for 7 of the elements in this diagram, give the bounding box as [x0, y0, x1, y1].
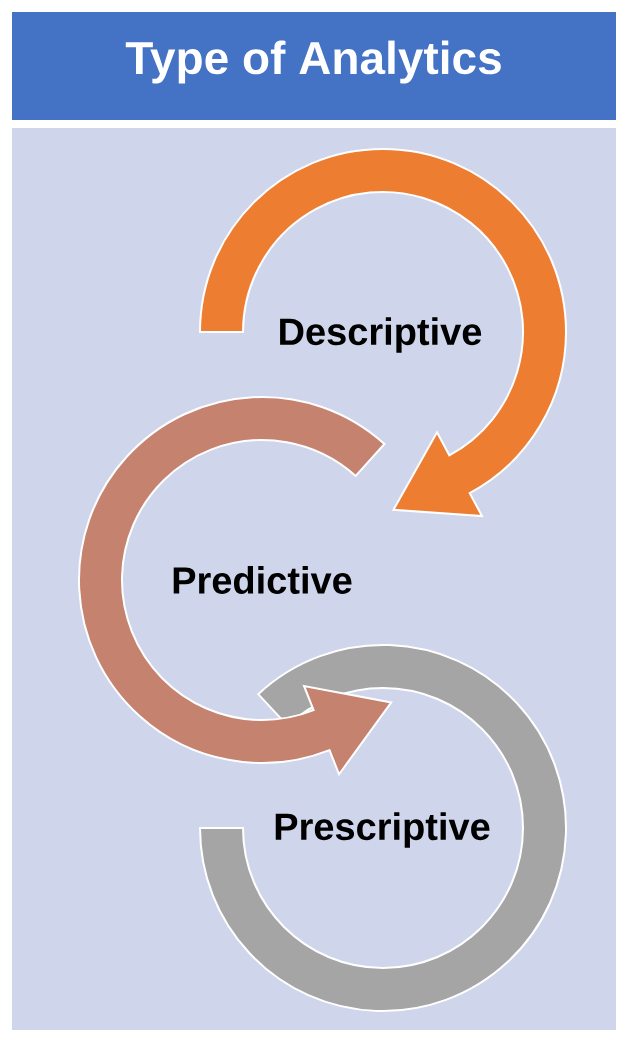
stage-label: Descriptive — [280, 317, 482, 353]
circular-arrow — [199, 148, 567, 518]
title-banner: Type of Analytics — [12, 12, 616, 120]
stage-label: Prescriptive — [275, 812, 490, 848]
ring-shape — [199, 644, 567, 1012]
stage-label: Predictive — [173, 566, 352, 594]
circular-arrow — [78, 396, 393, 776]
